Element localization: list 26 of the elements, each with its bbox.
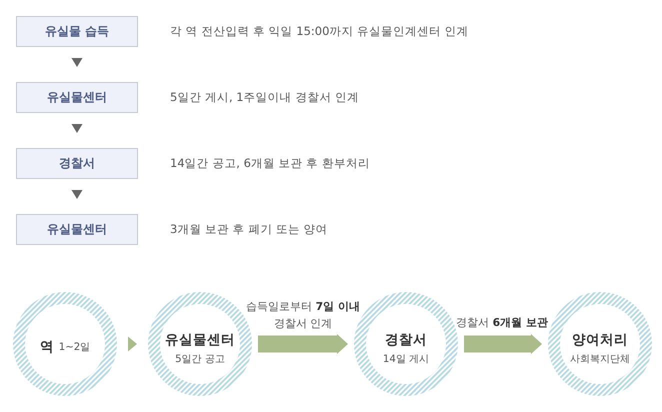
edge-label: 경찰서 6개월 보관 bbox=[455, 315, 549, 331]
step-description: 5일간 게시, 1주일이내 경찰서 인계 bbox=[170, 90, 359, 104]
step-box: 유실물 습득 bbox=[16, 16, 138, 47]
step-box: 유실물센터 bbox=[16, 82, 138, 113]
triangle-arrow bbox=[128, 336, 137, 352]
circle-title: 경찰서 bbox=[385, 332, 427, 348]
hatched-circle bbox=[548, 292, 652, 396]
circle-subtitle: 사회복지단체 bbox=[570, 352, 630, 366]
step-box: 경찰서 bbox=[16, 148, 138, 179]
step-description: 14일간 공고, 6개월 보관 후 환부처리 bbox=[170, 156, 370, 170]
hatched-circle bbox=[13, 292, 117, 396]
circle-subtitle: 5일간 공고 bbox=[175, 352, 225, 366]
triangle-arrow bbox=[72, 58, 82, 67]
step-box: 유실물센터 bbox=[16, 214, 138, 245]
block-arrow bbox=[258, 334, 348, 354]
edge-label: 습득일로부터 7일 이내 경찰서 인계 bbox=[245, 299, 361, 332]
circle-subtitle: 14일 게시 bbox=[382, 352, 430, 366]
circle-title: 역 bbox=[40, 338, 54, 356]
step-description: 3개월 보관 후 폐기 또는 양여 bbox=[170, 222, 328, 236]
triangle-arrow bbox=[72, 124, 82, 133]
triangle-arrow bbox=[72, 190, 82, 199]
circle-title: 양여처리 bbox=[572, 332, 628, 348]
circle-subtitle: 1~2일 bbox=[58, 341, 90, 354]
circle-title: 유실물센터 bbox=[165, 332, 235, 348]
step-description: 각 역 전산입력 후 익일 15:00까지 유실물인계센터 인계 bbox=[170, 24, 469, 38]
block-arrow bbox=[464, 334, 542, 354]
